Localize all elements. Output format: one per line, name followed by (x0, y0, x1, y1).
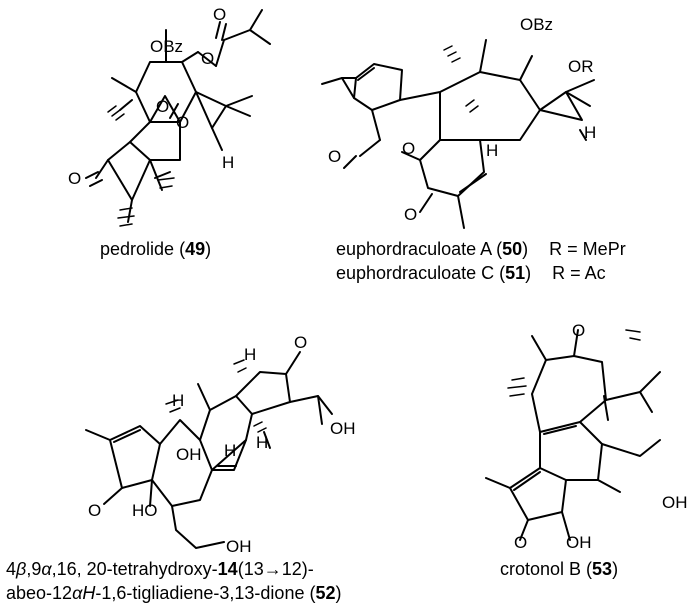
compound-52-atom-o1: O (294, 333, 307, 352)
pedrolide-hashed-bonds (107, 105, 175, 227)
compound-52-structure (85, 351, 333, 549)
compound-number: 49 (185, 239, 206, 259)
compound-number: 53 (592, 559, 613, 579)
compound-name: pedrolide (100, 239, 175, 259)
euphordraculoate-atom-obz: OBz (520, 15, 553, 34)
name-part-beta: β (16, 559, 27, 579)
pedrolide-structure (85, 9, 271, 223)
name-part-alpha-h: αH (72, 583, 96, 603)
pedrolide-atom-obz: OBz (150, 37, 183, 56)
name-part: (13→12)- (237, 559, 314, 579)
caption-euphordraculoate-c: euphordraculoate C (51) R = Ac (336, 263, 606, 283)
euphordraculoate-structure (321, 39, 595, 229)
caption-compound-52-line1: 4β,9α,16, 20-tetrahydroxy-14(13→12)- (6, 558, 314, 580)
compound-52-atom-oh4: OH (226, 537, 252, 556)
pedrolide-atom-o2: O (213, 5, 226, 24)
compound-name: crotonol B (500, 559, 582, 579)
compound-number: 51 (505, 263, 526, 283)
crotonol-b-structure (485, 329, 661, 541)
pedrolide-atom-o1: O (201, 49, 214, 68)
pedrolide-atom-o4: O (176, 113, 189, 132)
euphordraculoate-atom-or: OR (568, 57, 594, 76)
name-part-alpha: α (41, 559, 52, 579)
caption-pedrolide: pedrolide (49) (100, 239, 212, 259)
name-part-bold: 14 (217, 559, 238, 579)
euphordraculoate-atom-o1: O (328, 147, 341, 166)
compound-number: 50 (502, 239, 523, 259)
compound-52-atom-o2: O (88, 501, 101, 520)
crotonol-b-atom-o1: O (572, 321, 585, 340)
name-part: ,9 (26, 559, 42, 579)
crotonol-b-atom-oh2: OH (662, 493, 688, 512)
name-part: abeo-12 (6, 583, 73, 603)
compound-number: 52 (315, 583, 336, 603)
compound-52-atom-h3: H (256, 433, 268, 452)
compound-52-atom-oh1: OH (330, 419, 356, 438)
compound-name: euphordraculoate C (336, 263, 495, 283)
name-part: ,16, 20-tetrahydroxy- (51, 559, 218, 579)
euphordraculoate-atom-o3: O (404, 205, 417, 224)
caption-euphordraculoate-a: euphordraculoate A (50) R = MePr (336, 239, 626, 259)
pedrolide-atom-o3: O (156, 97, 169, 116)
caption-crotonol-b: crotonol B (53) (500, 559, 619, 579)
caption-compound-52-line2: abeo-12αH-1,6-tigliadiene-3,13-dione (52… (6, 583, 342, 603)
name-part: 4 (6, 559, 17, 579)
euphordraculoate-atom-o2: O (402, 139, 415, 158)
r-group-label: R = MePr (549, 239, 626, 259)
compound-name: euphordraculoate A (336, 239, 492, 259)
r-group-label: R = Ac (552, 263, 606, 283)
euphordraculoate-atom-h2: H (486, 141, 498, 160)
crotonol-b-atom-o2: O (514, 533, 527, 552)
name-part: -1,6-tigliadiene-3,13-dione ( (95, 583, 316, 603)
compound-52-atom-h2: H (244, 345, 256, 364)
crotonol-b-atom-oh1: OH (566, 533, 592, 552)
pedrolide-atom-h: H (222, 153, 234, 172)
compound-52-hashed-bonds (165, 359, 267, 433)
compound-52-atom-oh2: OH (176, 445, 202, 464)
euphordraculoate-atom-h1: H (584, 123, 596, 142)
euphordraculoate-hashed-bonds (443, 45, 479, 113)
crotonol-b-hashed-bonds (507, 329, 641, 397)
compound-52-atom-h4: H (224, 441, 236, 460)
compound-52-atom-oh3: HO (132, 501, 158, 520)
pedrolide-atom-o5: O (68, 169, 81, 188)
compound-52-atom-h1: H (172, 391, 184, 410)
